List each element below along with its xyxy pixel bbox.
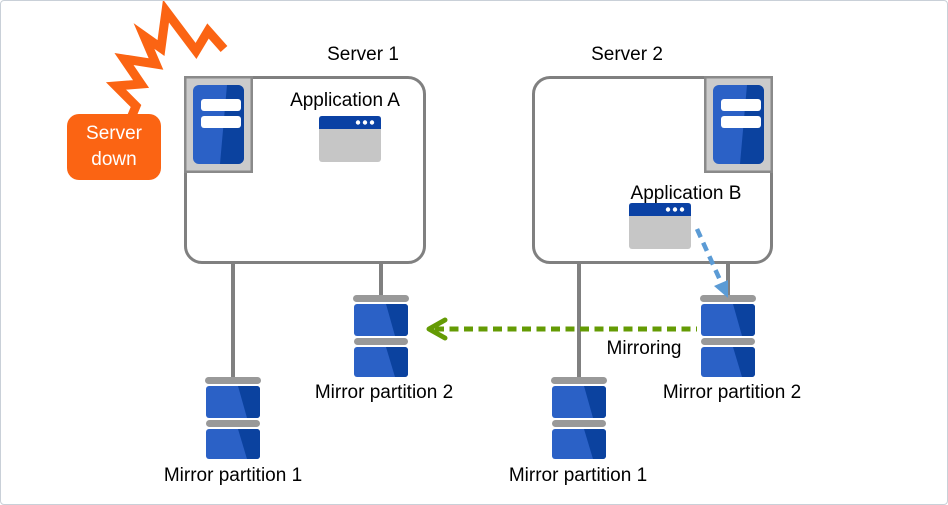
server1-mirror-partition2-disk-icon: [352, 295, 410, 377]
server2-mirror-partition2-label: Mirror partition 2: [662, 382, 802, 403]
server1-disk2-connector-line: [379, 263, 383, 298]
application-b-write-arrow-icon: [694, 228, 728, 298]
application-a-window-icon: [319, 116, 381, 162]
server1-mirror-partition1-label: Mirror partition 1: [163, 465, 303, 486]
server1-mirror-partition1-disk-icon: [204, 377, 262, 459]
application-b-label: Application B: [630, 183, 742, 204]
server2-tower-icon: [704, 76, 773, 173]
server2-mirror-partition2-disk-icon: [699, 295, 757, 377]
server2-mirror-partition1-disk-icon: [550, 377, 608, 459]
server1-mirror-partition2-label: Mirror partition 2: [314, 382, 454, 403]
server2-title: Server 2: [591, 44, 663, 65]
mirroring-label: Mirroring: [606, 338, 682, 359]
server-down-badge-line2: down: [91, 149, 137, 170]
server1-tower-icon: [184, 76, 253, 173]
server-down-badge-line1: Server: [86, 123, 142, 144]
server2-mirror-partition1-label: Mirror partition 1: [508, 465, 648, 486]
server1-title: Server 1: [327, 44, 399, 65]
server-down-badge: Server down: [67, 114, 161, 180]
server1-disk1-connector-line: [231, 263, 235, 379]
mirroring-arrow-icon: [426, 317, 697, 341]
application-a-label: Application A: [290, 90, 400, 111]
explosion-crash-icon: [105, 1, 228, 120]
application-b-window-icon: [629, 203, 691, 249]
server2-disk1-connector-line: [577, 263, 581, 379]
